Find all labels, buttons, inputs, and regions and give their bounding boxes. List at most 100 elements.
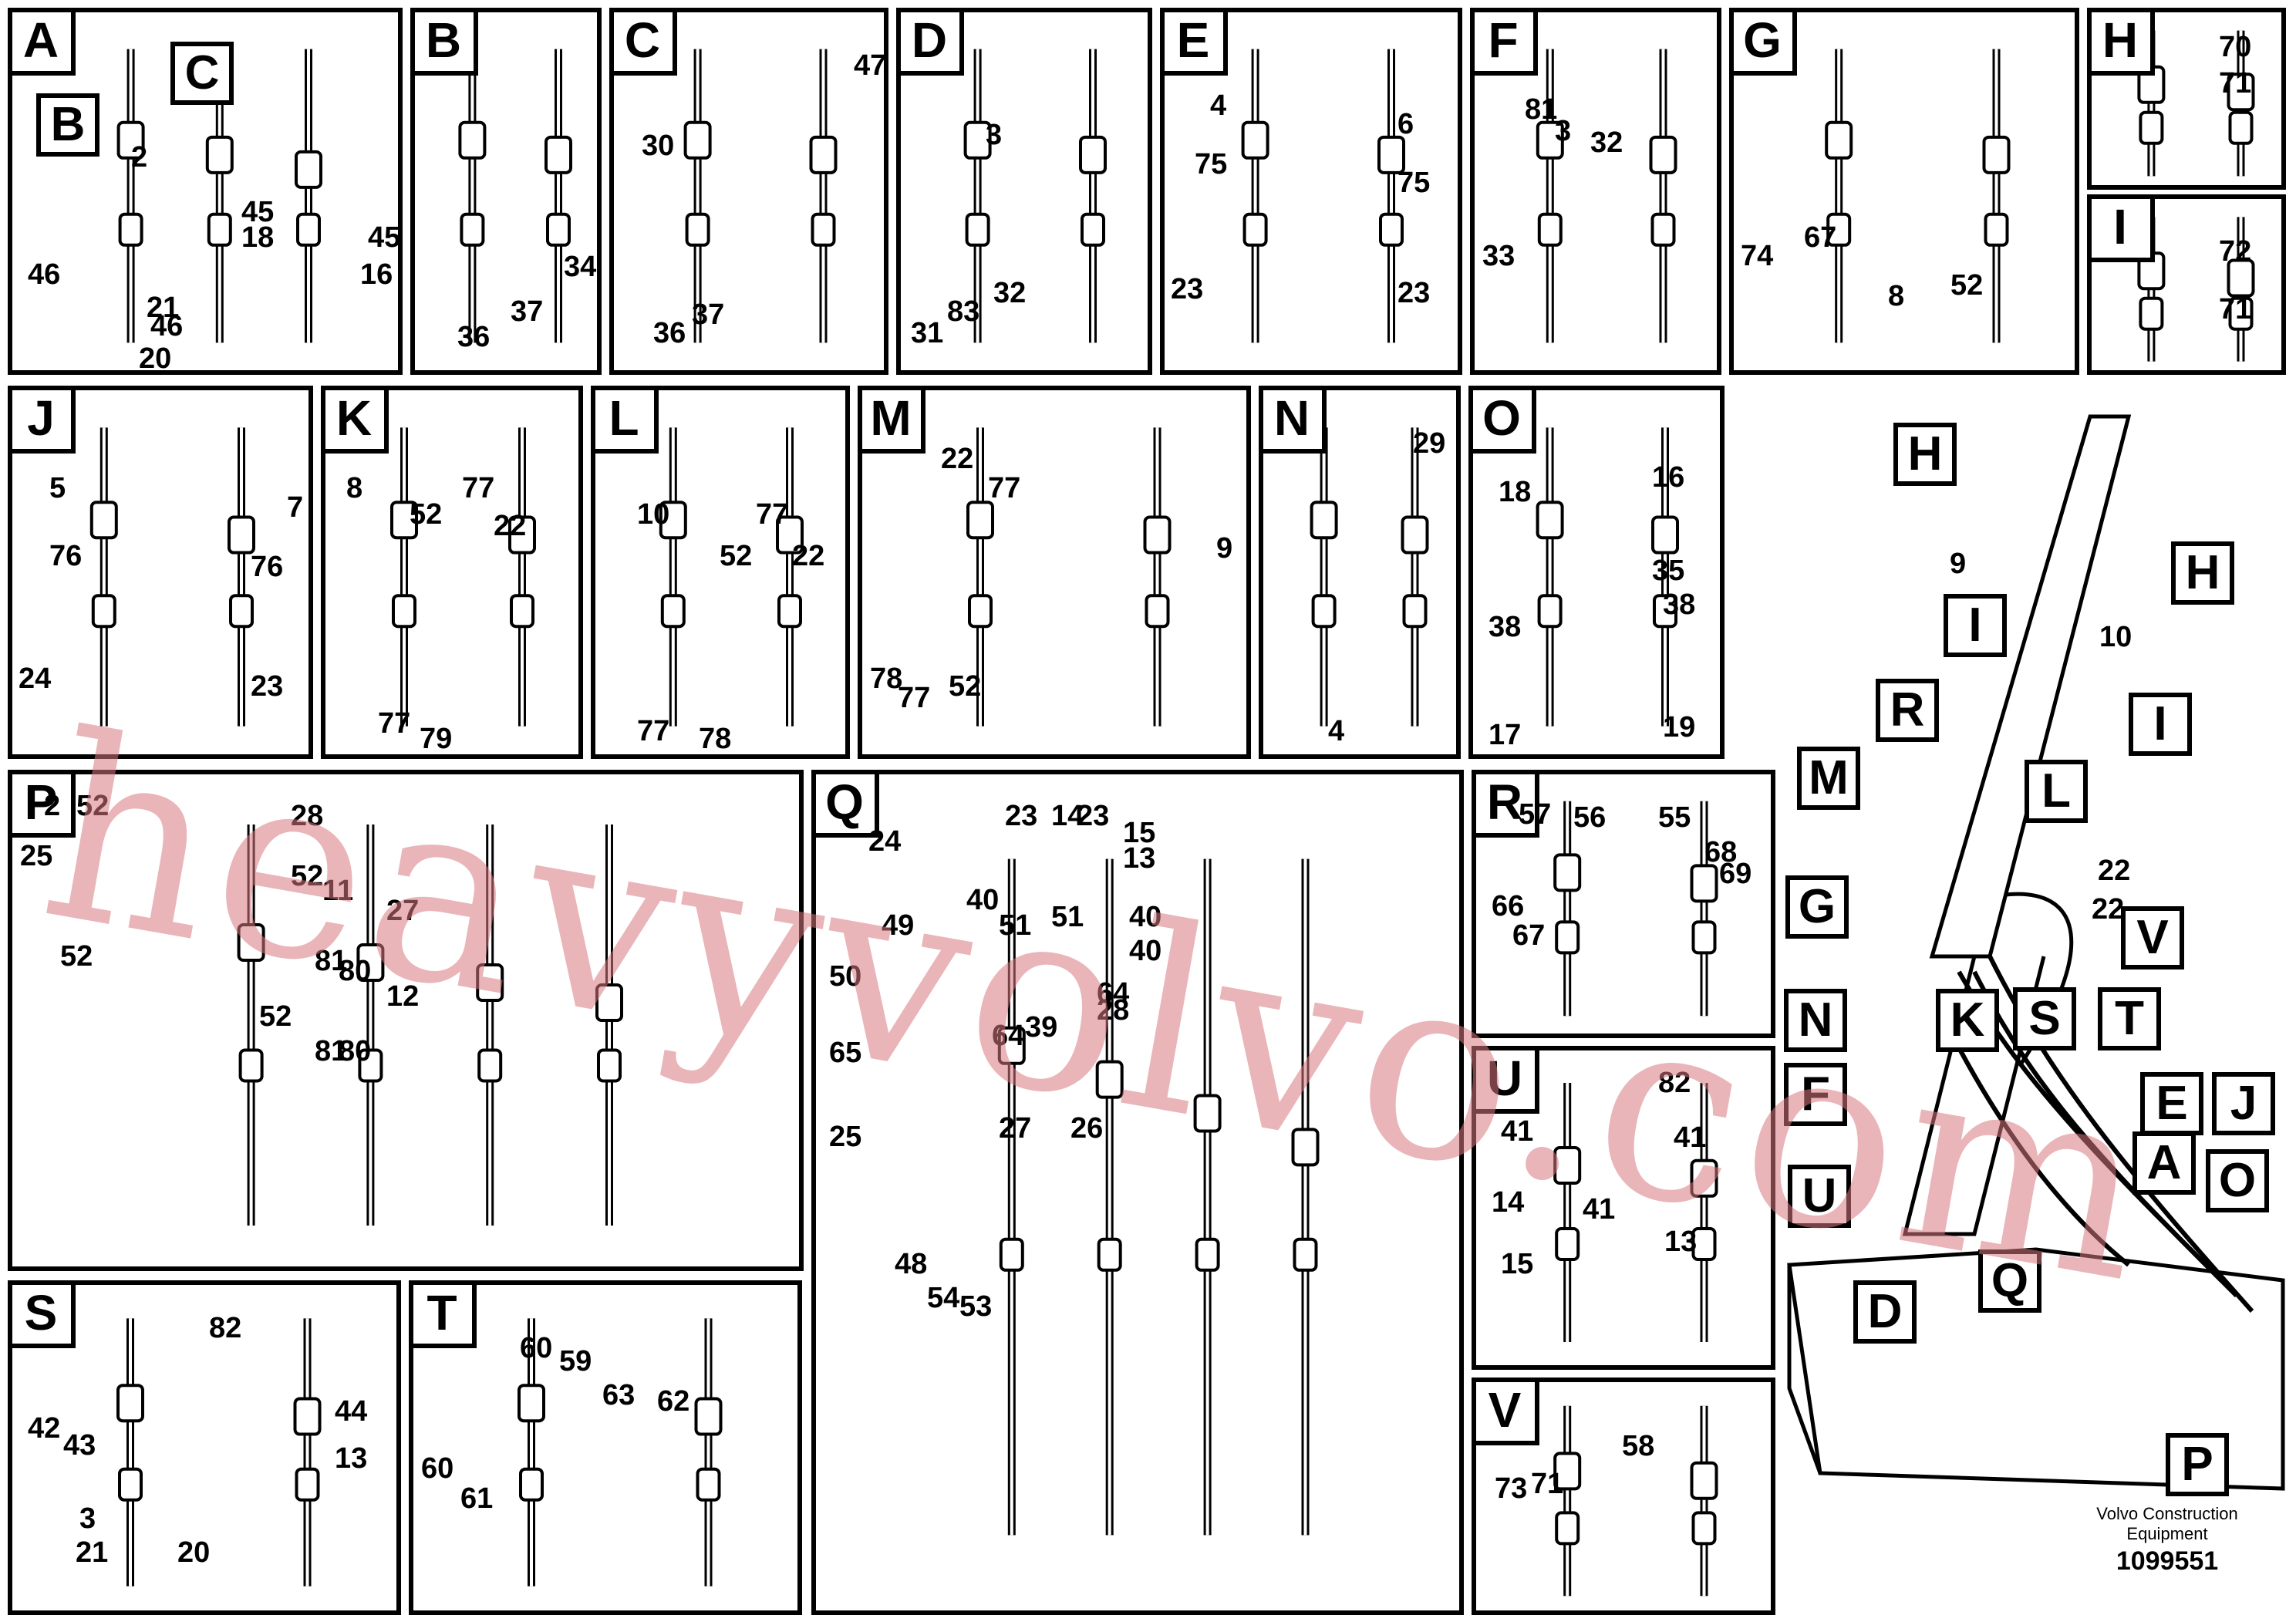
panel-artwork	[963, 49, 1107, 343]
panel-letter-p: P	[12, 774, 76, 838]
part-number-label: 21	[76, 1536, 109, 1569]
part-number-label: 79	[420, 723, 453, 755]
panel-letter-r: R	[1476, 774, 1539, 838]
part-number-label: 16	[360, 258, 393, 291]
part-number-label: 36	[457, 321, 491, 353]
part-number-label: 8	[346, 472, 363, 504]
panel-letter-s: S	[12, 1285, 76, 1348]
part-number-label: 16	[1652, 461, 1685, 494]
part-number-label: 49	[882, 909, 915, 942]
part-number-label: 73	[1495, 1472, 1528, 1505]
overview-callout-n: N	[1784, 989, 1847, 1052]
part-number-label: 76	[49, 540, 83, 572]
panel-letter-v: V	[1476, 1382, 1539, 1445]
overview-part-number: 22	[2092, 893, 2125, 926]
part-number-label: 46	[150, 310, 184, 342]
overview-callout-h: H	[2171, 541, 2234, 605]
panel-artwork	[390, 427, 536, 727]
part-number-label: 40	[1129, 901, 1162, 933]
part-number-label: 3	[986, 119, 1003, 151]
part-number-label: 45	[241, 196, 275, 228]
part-number-label: 81	[315, 945, 348, 977]
part-number-label: 3	[1555, 115, 1572, 147]
part-number-label: 13	[335, 1442, 368, 1475]
part-number-label: 29	[1413, 427, 1446, 460]
part-number-label: 35	[1652, 555, 1685, 587]
panel-letter-b: B	[415, 12, 478, 76]
part-number-label: 18	[241, 221, 275, 254]
part-number-label: 38	[1663, 588, 1696, 621]
part-number-label: 63	[602, 1379, 636, 1411]
part-number-label: 26	[1070, 1112, 1104, 1145]
part-number-label: 52	[410, 498, 443, 531]
part-number-label: 81	[1525, 93, 1558, 126]
part-number-label: 61	[460, 1482, 494, 1515]
part-number-label: 70	[2219, 31, 2252, 63]
part-number-label: 41	[1674, 1121, 1707, 1154]
part-number-label: 13	[1664, 1226, 1698, 1258]
panel-letter-h: H	[2092, 12, 2155, 76]
part-number-label: 40	[966, 884, 1000, 916]
part-number-label: 18	[1499, 476, 1532, 508]
part-number-label: 25	[829, 1121, 862, 1153]
part-number-label: 27	[999, 1112, 1032, 1145]
overview-callout-j: J	[2212, 1072, 2275, 1135]
part-number-label: 56	[1573, 801, 1607, 834]
overview-callout-m: M	[1797, 747, 1860, 810]
part-number-label: 78	[870, 663, 903, 695]
part-number-label: 2	[131, 141, 148, 174]
part-number-label: 21	[147, 292, 180, 324]
panel-letter-l: L	[595, 390, 659, 454]
part-number-label: 54	[927, 1282, 960, 1314]
part-number-label: 15	[1123, 817, 1156, 849]
part-number-label: 67	[1804, 221, 1837, 254]
overview-callout-e: E	[2140, 1072, 2203, 1135]
part-number-label: 34	[564, 251, 597, 283]
part-number-label: 11	[322, 875, 354, 907]
panel-artwork	[518, 1318, 723, 1587]
panel-artwork	[683, 49, 838, 343]
panel-letter-i: I	[2092, 199, 2155, 262]
part-number-label: 12	[386, 980, 420, 1013]
part-number-label: 71	[1531, 1468, 1564, 1500]
panel-letter-q: Q	[816, 774, 879, 838]
part-number-label: 37	[511, 295, 544, 328]
overview-part-number: 9	[1950, 548, 1967, 580]
part-number-label: 39	[1025, 1011, 1058, 1044]
part-number-label: 65	[829, 1037, 862, 1069]
part-number-label: 60	[421, 1452, 454, 1485]
overview-callout-a: A	[2132, 1131, 2196, 1195]
part-number-label: 82	[1658, 1067, 1691, 1099]
part-number-label: 52	[949, 670, 982, 703]
part-number-label: 20	[177, 1536, 211, 1569]
part-number-label: 55	[1658, 801, 1691, 834]
part-number-label: 81	[315, 1035, 348, 1067]
overview-callout-h: H	[1893, 423, 1957, 486]
part-number-label: 53	[959, 1290, 993, 1323]
part-number-label: 32	[993, 277, 1027, 309]
part-number-label: 38	[1489, 611, 1522, 643]
part-number-label: 28	[1097, 994, 1130, 1027]
part-number-label: 64	[1097, 977, 1130, 1010]
part-number-label: 27	[386, 895, 420, 927]
part-number-label: 22	[792, 540, 825, 572]
panel-letter-c: C	[614, 12, 677, 76]
part-number-label: 7	[287, 491, 304, 524]
panel-letter-n: N	[1263, 390, 1327, 454]
part-number-label: 23	[1397, 277, 1431, 309]
panel-letter-o: O	[1473, 390, 1536, 454]
part-number-label: 52	[1950, 269, 1984, 302]
part-number-label: 37	[692, 298, 725, 331]
overview-callout-t: T	[2098, 987, 2161, 1050]
part-number-label: 51	[1051, 901, 1084, 933]
panel-letter-a: A	[12, 12, 76, 76]
part-number-label: 10	[637, 498, 670, 531]
